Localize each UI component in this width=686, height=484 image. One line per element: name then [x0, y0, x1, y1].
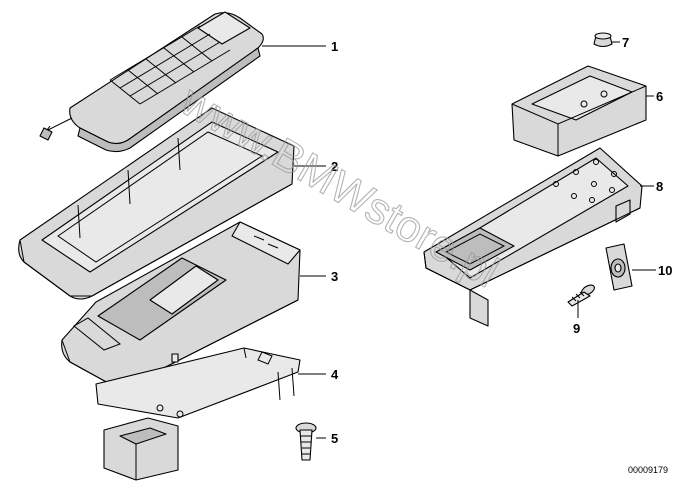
callout-1[interactable]: 1 — [331, 39, 338, 54]
base-plate-holes — [553, 159, 617, 203]
part-bolt[interactable] — [295, 422, 317, 461]
callout-5[interactable]: 5 — [331, 431, 338, 446]
part-handset[interactable] — [39, 11, 264, 153]
part-clip-nut[interactable] — [605, 243, 633, 291]
part-mounting-bracket[interactable] — [95, 347, 301, 481]
callout-10[interactable]: 10 — [658, 263, 672, 278]
callout-9[interactable]: 9 — [573, 321, 580, 336]
part-base-plate[interactable] — [423, 147, 643, 327]
part-handset-tray[interactable] — [18, 107, 295, 300]
callout-7[interactable]: 7 — [622, 35, 629, 50]
part-screw[interactable] — [567, 283, 596, 307]
part-plug-cap[interactable] — [593, 32, 613, 48]
part-tray-insert[interactable] — [511, 65, 647, 157]
callout-2[interactable]: 2 — [331, 159, 338, 174]
callout-6[interactable]: 6 — [656, 89, 663, 104]
handset-keypad — [109, 25, 231, 105]
callout-3[interactable]: 3 — [331, 269, 338, 284]
drawing-code: 00009179 — [628, 465, 668, 475]
part-cradle-housing[interactable] — [61, 221, 301, 388]
callout-4[interactable]: 4 — [331, 367, 339, 382]
callout-8[interactable]: 8 — [656, 179, 663, 194]
